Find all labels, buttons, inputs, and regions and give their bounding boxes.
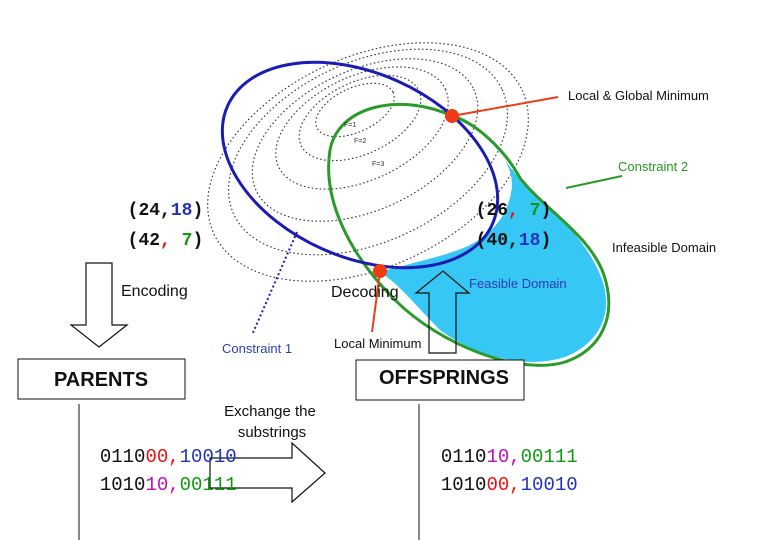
contour-label-f2: F=2 [354, 138, 366, 145]
parents-binary: 011000,10010 101010,00111 [20, 446, 294, 496]
offspring-binary-row: 011010,00111 [361, 446, 635, 468]
label-local-minimum: Local Minimum [334, 336, 421, 351]
offsprings-box-label: OFFSPRINGS [379, 367, 509, 389]
contour-label-f1: F=1 [344, 122, 356, 129]
parent-decimal-row: (24,18) [52, 201, 257, 221]
parents-box-label: PARENTS [54, 369, 148, 391]
constraint-1-curve [220, 60, 500, 270]
parents-box [17, 358, 186, 400]
label-local-global-minimum: Local & Global Minimum [568, 88, 709, 103]
exchange-arrow [209, 441, 326, 504]
pointer-constraint-2 [565, 175, 623, 189]
contour-label-f3: F=3 [372, 161, 384, 168]
offsprings-decimal: (26, 7) (40,18) [400, 201, 605, 251]
contour-ring [207, 42, 529, 282]
offsprings-box [355, 359, 525, 401]
pointer-constraint-1 [251, 231, 298, 336]
offspring-decimal-row: (40,18) [400, 231, 605, 251]
decoding-arrow [414, 270, 471, 354]
label-exchange-line2: substrings [238, 424, 306, 441]
label-decoding: Decoding [331, 284, 399, 301]
feasible-domain-region [380, 116, 607, 362]
label-infeasible-domain: Infeasible Domain [612, 240, 716, 255]
contour-ring [275, 66, 449, 190]
label-feasible-domain: Feasible Domain [469, 276, 567, 291]
parent-binary-row: 101010,00111 [20, 474, 294, 496]
constraint-2-curve [327, 102, 611, 367]
contour-ring [251, 58, 479, 222]
parent-decimal-row: (42, 7) [52, 231, 257, 251]
offspring-binary-row: 101000,10010 [361, 474, 635, 496]
offspring-decimal-row: (26, 7) [400, 201, 605, 221]
contour-ring [228, 48, 508, 256]
encoding-arrow [69, 262, 129, 348]
label-constraint-1: Constraint 1 [222, 341, 292, 356]
label-exchange-line1: Exchange the [224, 403, 316, 420]
global-minimum-marker [445, 109, 459, 123]
label-constraint-2: Constraint 2 [618, 159, 688, 174]
parent-binary-row: 011000,10010 [20, 446, 294, 468]
pointer-global-minimum [451, 96, 559, 117]
offsprings-binary: 011010,00111 101000,10010 [361, 446, 635, 496]
pointer-local-minimum [371, 271, 381, 333]
contour-ring [315, 82, 395, 138]
parents-decimal: (24,18) (42, 7) [52, 201, 257, 251]
label-encoding: Encoding [121, 283, 188, 300]
local-minimum-marker [373, 264, 387, 278]
contour-ring [298, 74, 422, 162]
